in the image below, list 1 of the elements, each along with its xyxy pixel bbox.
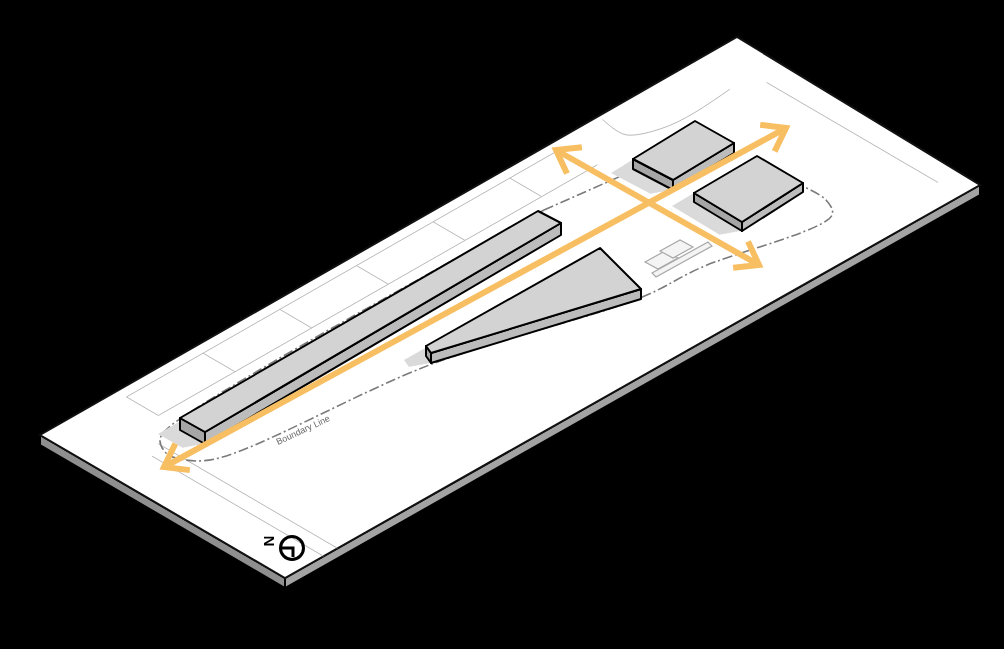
north-label: N [259, 535, 277, 547]
